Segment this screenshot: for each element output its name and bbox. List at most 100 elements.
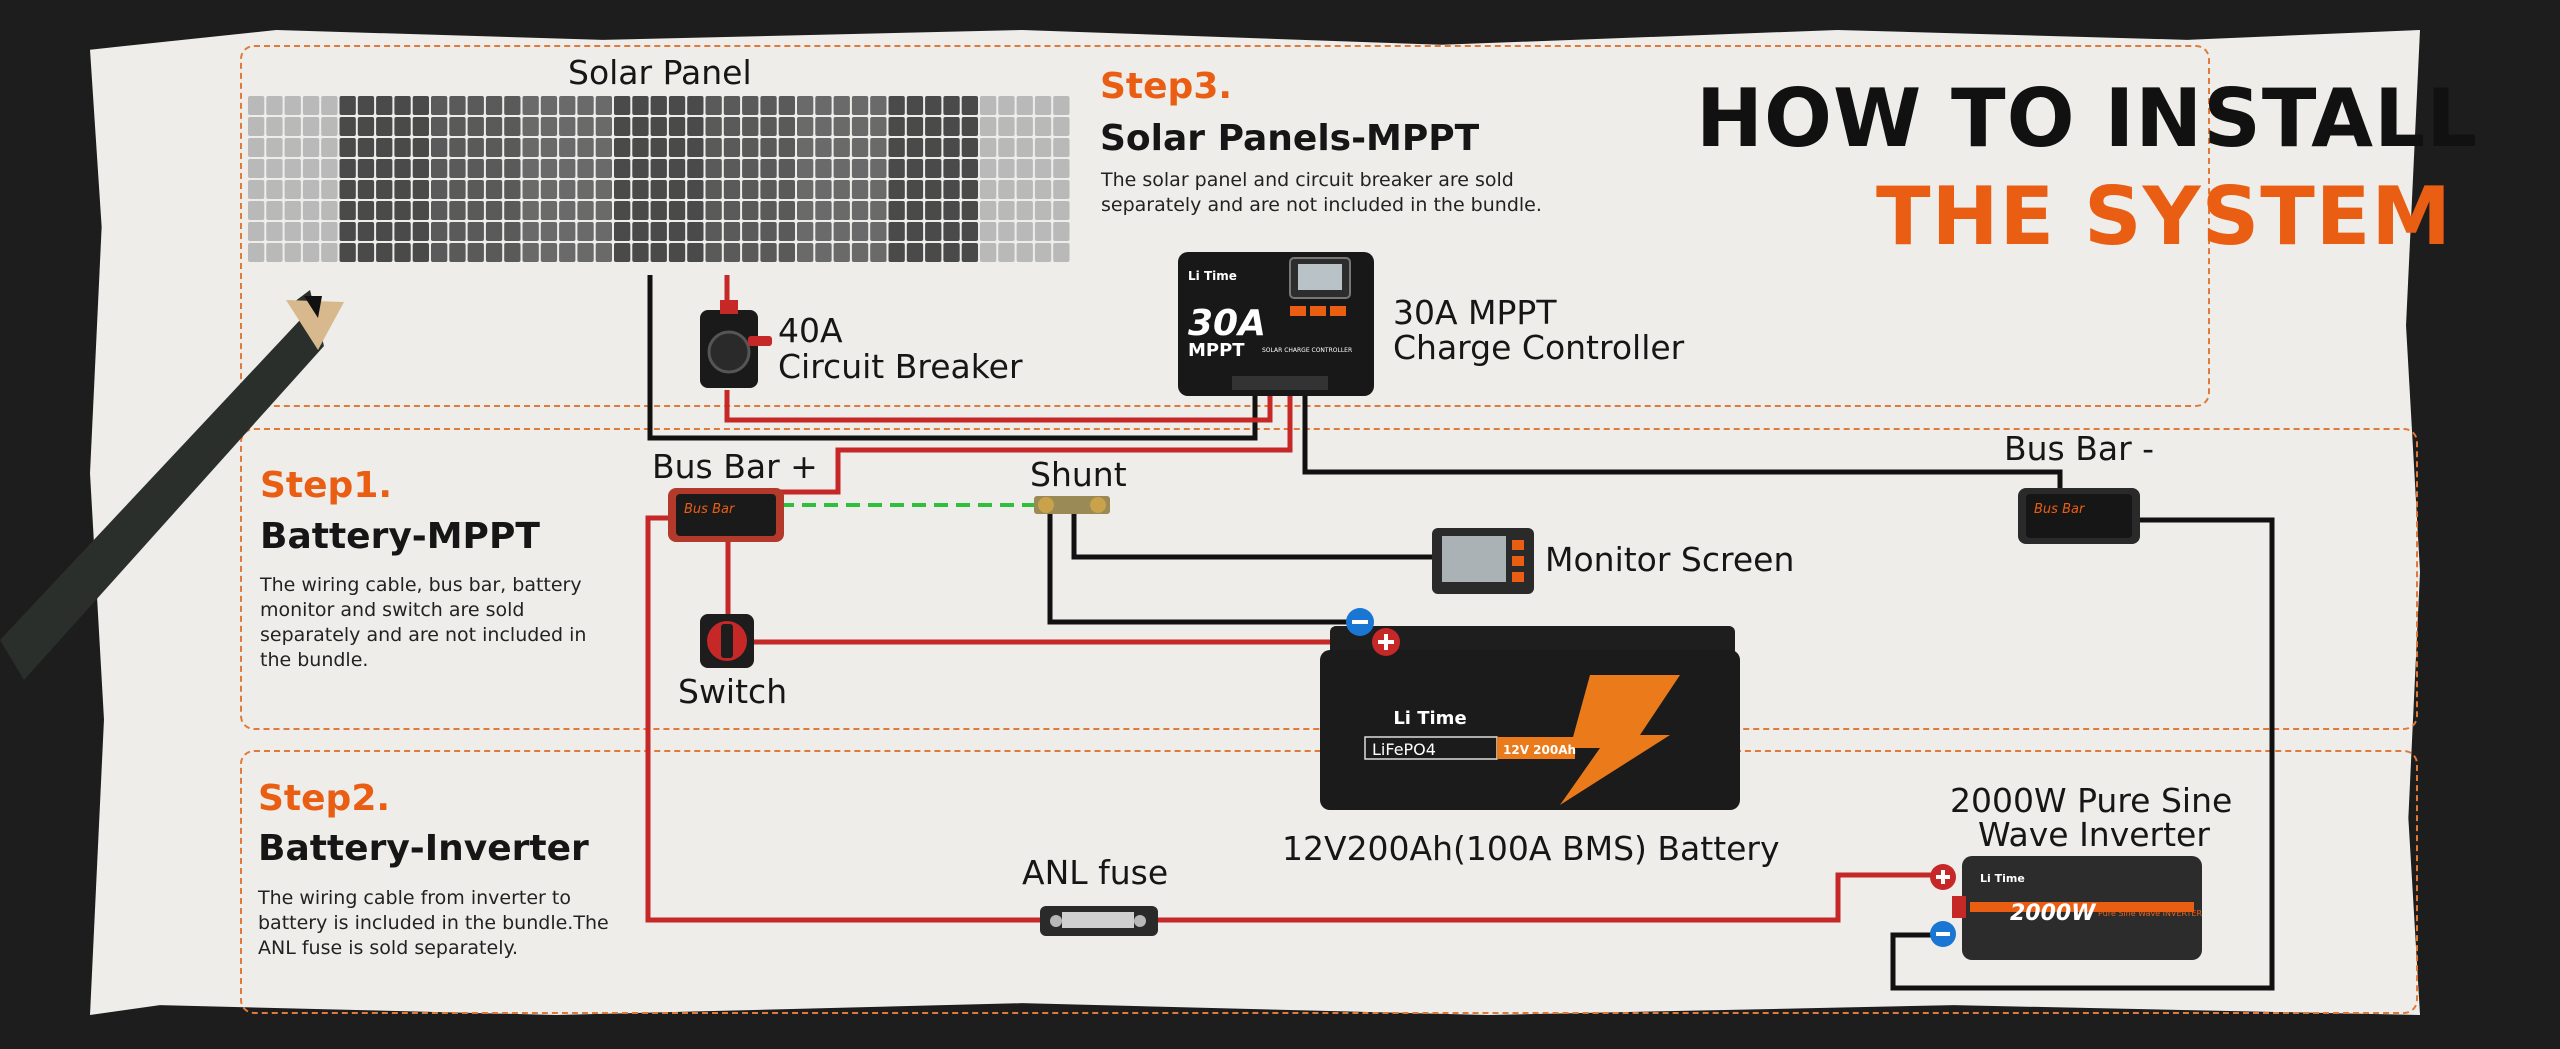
solar-cell xyxy=(449,138,466,157)
solar-cell xyxy=(742,201,759,220)
solar-cell xyxy=(559,222,576,241)
solar-cell xyxy=(632,201,649,220)
solar-cell xyxy=(614,138,631,157)
solar-cell xyxy=(504,201,521,220)
solar-cell xyxy=(614,180,631,199)
solar-cell xyxy=(980,159,997,178)
solar-cell xyxy=(357,243,375,262)
solar-cell xyxy=(778,201,795,220)
mppt-brand-text: Li Time xyxy=(1188,269,1237,283)
solar-cell xyxy=(595,243,612,262)
solar-cell xyxy=(376,201,393,220)
solar-cell xyxy=(1053,201,1070,220)
solar-cell xyxy=(650,159,667,178)
solar-cell xyxy=(248,180,265,199)
solar-cell xyxy=(248,96,265,115)
zone-step3 xyxy=(240,45,2210,407)
solar-cell xyxy=(467,180,484,199)
solar-cell xyxy=(376,222,393,241)
solar-cell xyxy=(449,159,466,178)
solar-cell xyxy=(321,201,338,220)
solar-cell xyxy=(723,117,741,136)
solar-cell xyxy=(1034,117,1052,136)
solar-cell xyxy=(504,117,521,136)
solar-cell xyxy=(687,201,704,220)
step2-title: Battery-Inverter xyxy=(258,828,589,869)
solar-cell xyxy=(339,222,356,241)
solar-cell xyxy=(248,201,265,220)
solar-cell xyxy=(357,117,375,136)
solar-cell xyxy=(888,180,905,199)
solar-cell xyxy=(925,243,942,262)
wire-mppt-buspos xyxy=(780,390,1293,495)
solar-cell xyxy=(650,243,667,262)
solar-panel-label: Solar Panel xyxy=(568,53,752,92)
solar-cell xyxy=(998,243,1015,262)
solar-cell xyxy=(632,117,649,136)
solar-cell xyxy=(522,243,539,262)
solar-cell xyxy=(522,159,539,178)
solar-cell xyxy=(1034,96,1052,115)
solar-cell xyxy=(943,138,960,157)
solar-cell xyxy=(943,117,960,136)
pencil-tip-wood xyxy=(286,300,344,350)
wire-buspos-fuse xyxy=(645,515,1050,923)
solar-cell xyxy=(522,138,539,157)
controller-label-line2: Charge Controller xyxy=(1393,328,1685,367)
solar-cell xyxy=(851,96,869,115)
wire-panel-neg xyxy=(647,275,1258,441)
solar-cell xyxy=(540,222,558,241)
solar-cell xyxy=(302,96,320,115)
solar-cell xyxy=(266,201,283,220)
solar-cell xyxy=(559,138,576,157)
mppt-30a-text: 30A xyxy=(1188,303,1266,344)
solar-cell xyxy=(266,96,283,115)
solar-cell xyxy=(449,201,466,220)
solar-cell xyxy=(851,117,869,136)
solar-cell xyxy=(357,138,375,157)
solar-cell xyxy=(998,159,1015,178)
solar-cell xyxy=(980,117,997,136)
solar-cell xyxy=(815,243,832,262)
solar-cell xyxy=(705,159,722,178)
solar-cell xyxy=(412,117,429,136)
step3-description: The solar panel and circuit breaker are … xyxy=(1101,169,1542,216)
solar-cell xyxy=(522,96,539,115)
solar-cell xyxy=(467,138,484,157)
solar-cell xyxy=(925,138,942,157)
solar-cell xyxy=(943,222,960,241)
step1-title: Battery-MPPT xyxy=(260,516,540,557)
solar-cell xyxy=(248,117,265,136)
solar-cell xyxy=(906,159,924,178)
solar-cell xyxy=(321,243,338,262)
solar-cell xyxy=(522,222,539,241)
solar-cell xyxy=(888,201,905,220)
solar-cell xyxy=(321,159,338,178)
solar-cell xyxy=(540,96,558,115)
solar-cell xyxy=(540,138,558,157)
solar-cell xyxy=(266,180,283,199)
solar-cell xyxy=(778,96,795,115)
solar-cell xyxy=(778,117,795,136)
wire-mppt-battery-neg xyxy=(1302,390,2063,500)
bus-bar-neg-label: Bus Bar - xyxy=(2004,429,2155,468)
solar-cell xyxy=(833,201,850,220)
solar-cell xyxy=(760,243,777,262)
shunt-label: Shunt xyxy=(1030,455,1127,494)
solar-cell xyxy=(504,138,521,157)
solar-cell xyxy=(943,159,960,178)
solar-cell xyxy=(284,117,301,136)
solar-cell xyxy=(595,201,612,220)
solar-cell xyxy=(797,159,814,178)
solar-cell xyxy=(1053,138,1070,157)
solar-cell xyxy=(321,117,338,136)
solar-cell xyxy=(577,201,594,220)
solar-cell xyxy=(394,138,411,157)
inverter-type-text: Pure Sine Wave INVERTER xyxy=(2098,909,2202,918)
solar-cell xyxy=(559,201,576,220)
solar-cell xyxy=(961,201,978,220)
solar-cell xyxy=(632,222,649,241)
solar-cell xyxy=(760,222,777,241)
